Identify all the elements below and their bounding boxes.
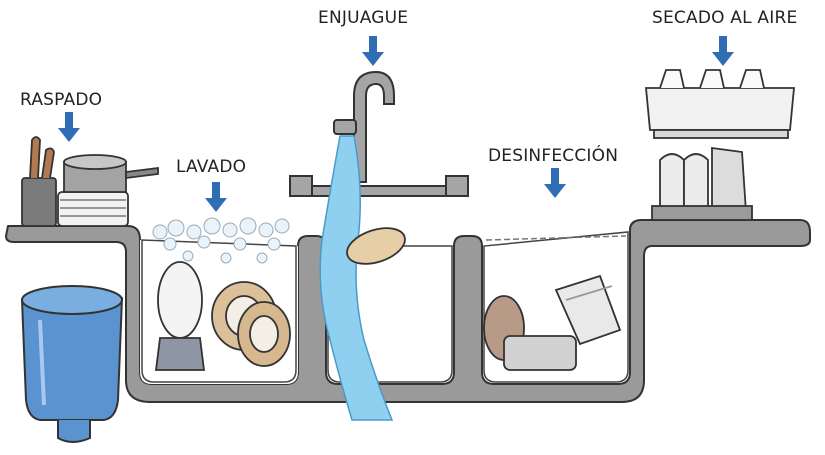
arrow-down-icon — [544, 168, 566, 198]
faucet-icon — [290, 72, 468, 196]
arrow-down-icon — [58, 112, 80, 142]
step-label-enjuague: ENJUAGUE — [318, 8, 408, 28]
step-label-raspado: RASPADO — [20, 90, 102, 110]
arrow-down-icon — [712, 36, 734, 66]
arrow-down-icon — [362, 36, 384, 66]
arrow-down-icon — [205, 182, 227, 212]
step-label-secado: SECADO AL AIRE — [652, 8, 797, 28]
trash-bin-icon — [22, 286, 122, 442]
step-label-lavado: LAVADO — [176, 157, 246, 177]
scraping-dishes-icon — [22, 137, 158, 226]
drying-rack-icon — [646, 70, 794, 220]
step-label-desinfeccion: DESINFECCIÓN — [488, 146, 618, 166]
